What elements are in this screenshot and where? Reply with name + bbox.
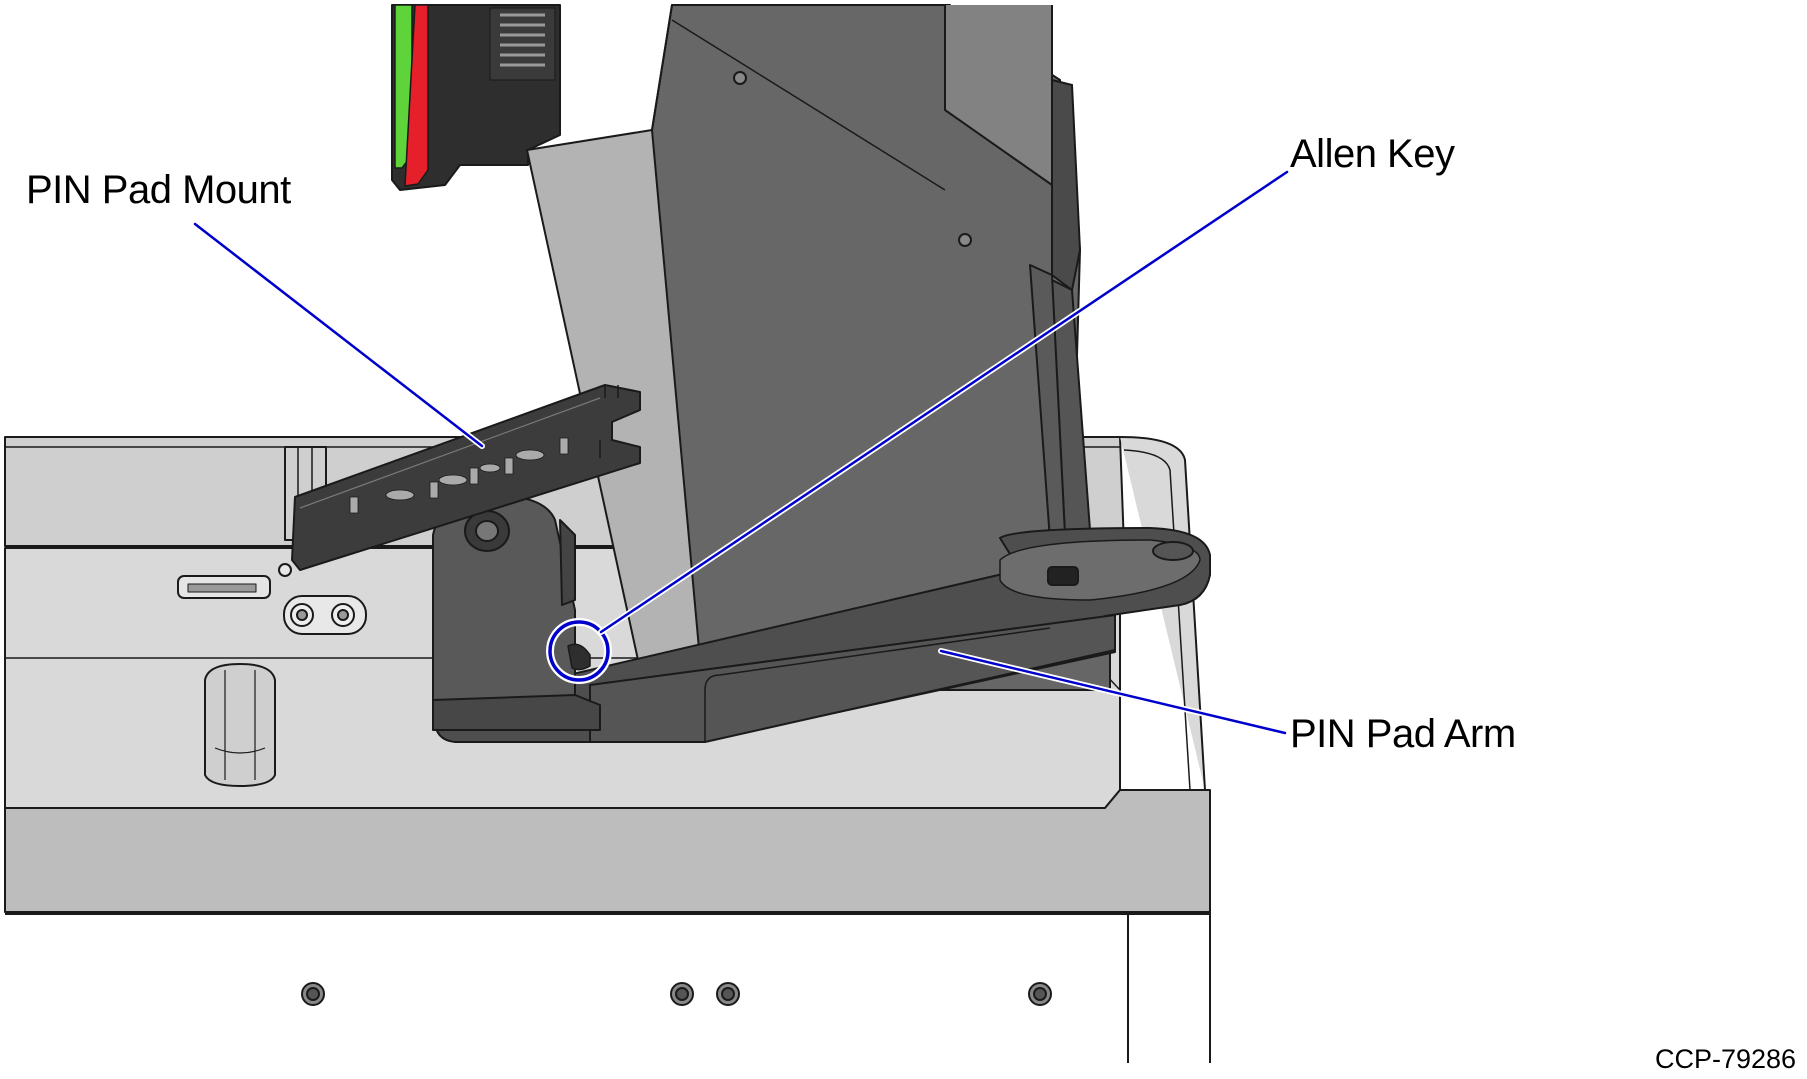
counter-knob [204,663,276,787]
allen-key-highlight [546,618,612,684]
front-screws [301,982,1052,1006]
pin-pad-arm-shape [434,527,1211,743]
pin-pad-mount-shape [291,384,641,571]
figure-id: CCP-79286 [1655,1044,1797,1074]
pole [526,4,1111,691]
label-allen-key: Allen Key [1290,132,1455,176]
counter-front-face [4,789,1211,913]
leader-lines [192,169,1290,736]
label-pin-pad-arm: PIN Pad Arm [1290,712,1516,756]
mount-column-shape [432,494,601,731]
arm-bolt [1047,566,1079,586]
label-pin-pad-mount: PIN Pad Mount [26,168,291,212]
arm-pivot [1152,541,1194,561]
display-unit [391,4,561,191]
display-red-edge [404,4,429,187]
